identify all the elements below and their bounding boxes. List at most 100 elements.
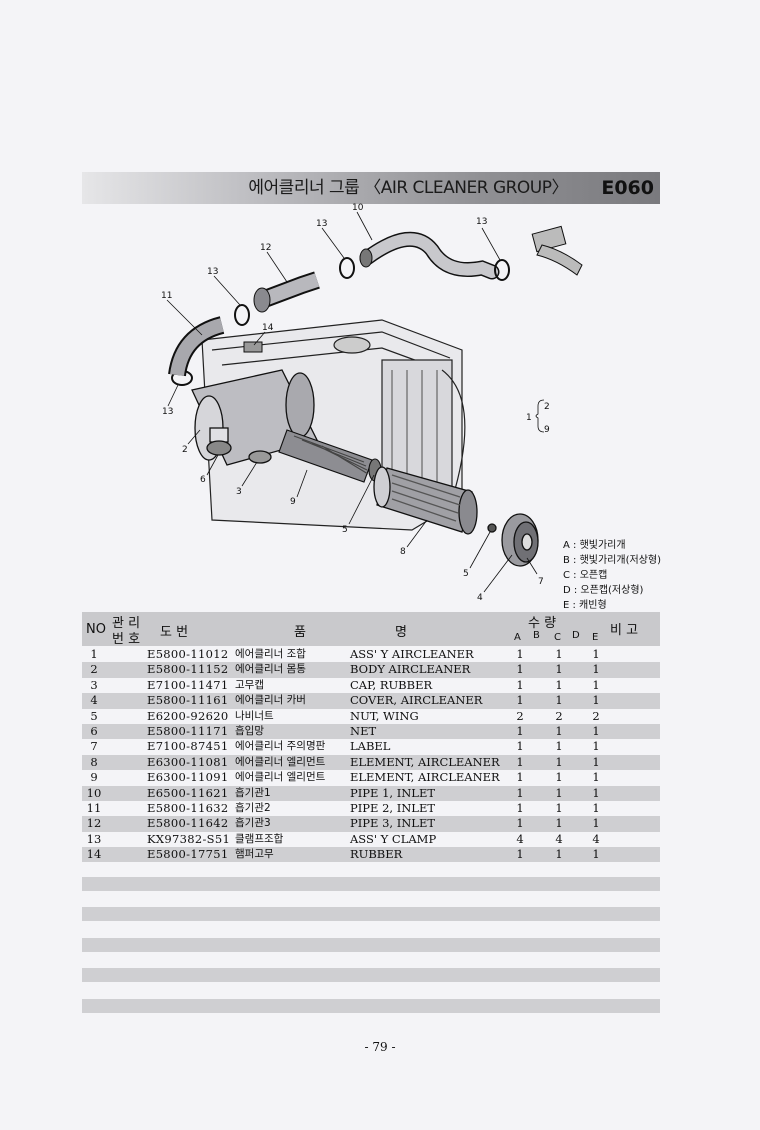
row-no: 13	[86, 831, 102, 846]
row-qty-c: 1	[555, 662, 563, 677]
legend-c: C : 오픈캡	[563, 570, 608, 581]
row-name-en: ELEMENT, AIRCLEANER	[350, 754, 500, 769]
row-no: 1	[90, 647, 98, 661]
callout-5-b: 5	[463, 569, 469, 579]
table-row: 3 E7100-11471 고무캡 CAP, RUBBER 1 1 1	[82, 678, 660, 693]
row-name-en: CAP, RUBBER	[350, 677, 433, 692]
row-qty-c: 1	[555, 770, 563, 785]
row-qty-c: 1	[555, 739, 563, 754]
empty-row	[82, 907, 660, 921]
row-name-en: COVER, AIRCLEANER	[350, 693, 483, 708]
row-qty-e: 1	[592, 723, 600, 738]
row-name-en: BODY AIRCLEANER	[350, 662, 471, 677]
row-name-en: NUT, WING	[350, 708, 419, 723]
row-part-number: E5800-17751	[147, 847, 229, 862]
callout-4: 4	[477, 593, 483, 603]
callout-13-a: 13	[316, 219, 327, 229]
row-name-en: PIPE 1, INLET	[350, 785, 436, 800]
header-remark: 비 고	[610, 623, 639, 638]
callout-13-c: 13	[207, 267, 218, 277]
group-title-band: 에어클리너 그룹 〈AIR CLEANER GROUP〉 E060	[82, 172, 660, 204]
row-name-kr: 고무캡	[235, 678, 264, 691]
row-name-en: NET	[350, 723, 377, 738]
row-name-kr: 나비너트	[235, 709, 274, 722]
row-name-en: ELEMENT, AIRCLEANER	[350, 770, 500, 785]
row-no: 10	[86, 785, 102, 800]
row-no: 5	[90, 708, 98, 723]
row-part-number: E5800-11632	[147, 800, 229, 815]
row-name-kr: 에어클리너 조합	[235, 648, 306, 660]
row-qty-a: 1	[516, 677, 524, 692]
callout-8: 8	[400, 547, 406, 557]
row-qty-e: 1	[592, 800, 600, 815]
row-part-number: E6300-11081	[147, 754, 229, 769]
row-qty-e: 1	[592, 785, 600, 800]
row-no: 4	[90, 693, 98, 708]
empty-row	[82, 968, 660, 982]
header-pum: 품	[294, 625, 306, 640]
row-qty-c: 1	[555, 647, 563, 661]
row-qty-e: 1	[592, 662, 600, 677]
row-name-en: ASS' Y AIRCLEANER	[350, 647, 474, 661]
table-row: 13 KX97382-S51 클램프조합 ASS' Y CLAMP 4 4 4	[82, 832, 660, 847]
row-qty-e: 1	[592, 847, 600, 862]
row-part-number: E6200-92620	[147, 708, 229, 723]
callout-labels: 10 13 13 12 13 11 14 13 2 6 3 9 5 8 5 4 …	[161, 203, 544, 603]
row-name-kr: 흡기관2	[235, 801, 271, 814]
row-name-en: ASS' Y CLAMP	[350, 831, 437, 846]
row-part-number: E6300-11091	[147, 770, 229, 785]
row-qty-a: 1	[516, 754, 524, 769]
parts-diagram: 10 13 13 12 13 11 14 13 2 6 3 9 5 8 5 4 …	[161, 203, 583, 603]
row-name-kr: 클램프조합	[235, 832, 284, 845]
callout-13-d: 13	[162, 407, 173, 417]
inset-9: 9	[544, 425, 550, 435]
row-no: 8	[90, 754, 98, 769]
parts-table-body: 1 E5800-11012 에어클리너 조합 ASS' Y AIRCLEANER…	[82, 647, 660, 863]
row-qty-c: 1	[555, 693, 563, 708]
callout-7: 7	[538, 577, 544, 587]
row-part-number: E5800-11161	[147, 693, 229, 708]
row-name-en: PIPE 2, INLET	[350, 800, 436, 815]
row-part-number: E5800-11152	[147, 662, 229, 677]
callout-12: 12	[260, 243, 271, 253]
row-no: 6	[90, 723, 98, 738]
header-col-a: A	[514, 632, 521, 643]
callout-9: 9	[290, 497, 296, 507]
row-qty-a: 1	[516, 647, 524, 661]
header-mgmt-2: 번 호	[112, 632, 141, 647]
row-qty-a: 1	[516, 770, 524, 785]
row-qty-e: 2	[592, 708, 600, 723]
row-qty-a: 1	[516, 847, 524, 862]
row-qty-e: 4	[592, 831, 600, 846]
row-qty-e: 1	[592, 816, 600, 831]
legend-d: D : 오픈캡(저상형)	[563, 585, 644, 596]
table-row: 9 E6300-11091 에어클리너 엘리먼트 ELEMENT, AIRCLE…	[82, 770, 660, 785]
row-qty-e: 1	[592, 693, 600, 708]
row-qty-a: 2	[516, 708, 524, 723]
inset-bracket: 1 2 9	[526, 399, 550, 435]
row-qty-a: 1	[516, 662, 524, 677]
callout-3: 3	[236, 487, 242, 497]
table-row: 14 E5800-17751 햄퍼고무 RUBBER 1 1 1	[82, 847, 660, 863]
header-col-c: C	[554, 632, 561, 643]
header-mgmt-1: 관 리	[112, 616, 141, 631]
page-number: - 79 -	[364, 1040, 396, 1054]
row-qty-c: 2	[555, 708, 563, 723]
row-name-kr: 흡입망	[235, 724, 264, 737]
legend-e: E : 캐빈형	[563, 600, 607, 611]
row-no: 14	[86, 847, 102, 862]
row-part-number: KX97382-S51	[147, 831, 231, 846]
row-qty-c: 4	[555, 831, 563, 846]
inset-2: 2	[544, 402, 550, 412]
row-qty-e: 1	[592, 677, 600, 692]
row-no: 12	[86, 816, 102, 831]
row-name-kr: 햄퍼고무	[235, 848, 274, 861]
header-myeong: 명	[395, 625, 407, 640]
row-qty-a: 1	[516, 723, 524, 738]
table-header: NO 관 리 번 호 도 번 품 명 수 량 A B C D E 비 고	[82, 612, 660, 647]
row-no: 7	[90, 739, 98, 754]
empty-row	[82, 877, 660, 891]
variant-legend: A : 햇빛가리개 B : 햇빛가리개(저상형) C : 오픈캡 D : 오픈캡…	[563, 538, 661, 613]
empty-row	[82, 938, 660, 952]
callout-11: 11	[161, 291, 172, 301]
